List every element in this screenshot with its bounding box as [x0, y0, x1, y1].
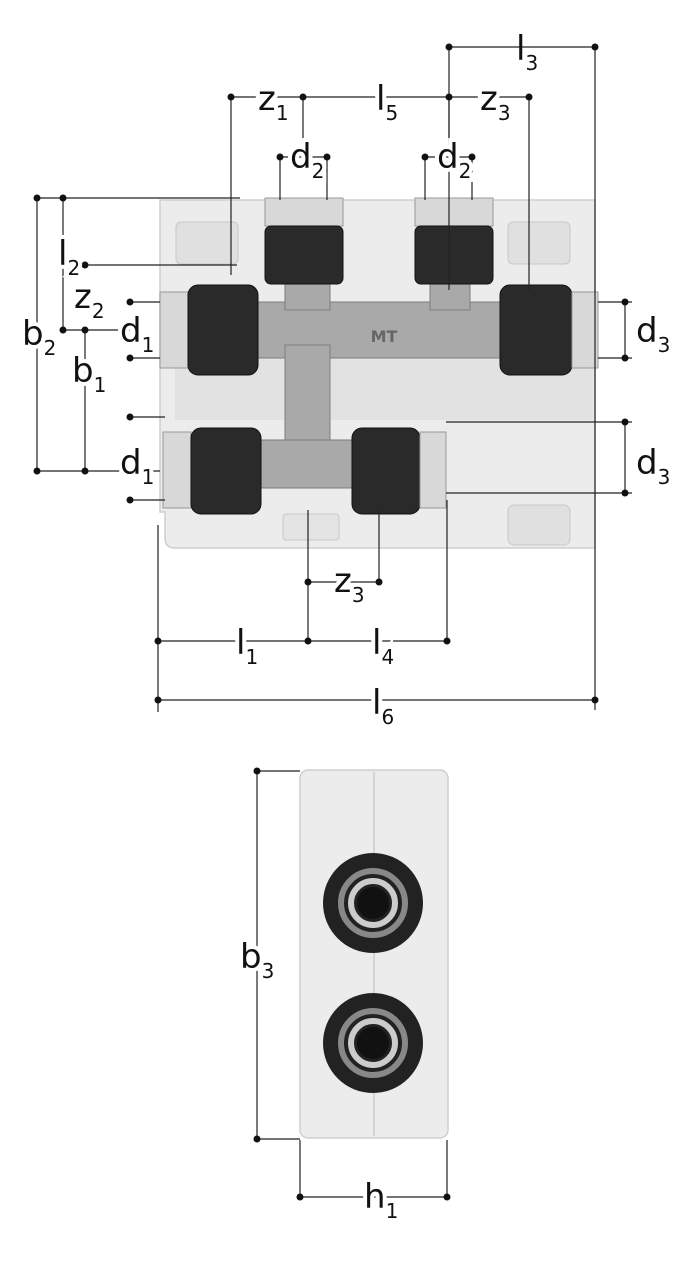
- label-b1: b1: [72, 351, 106, 397]
- foam-recess: [507, 504, 571, 546]
- label-d2-left: d2: [290, 137, 324, 183]
- label-d1-top: d1: [120, 311, 154, 357]
- branch-left: [284, 279, 331, 311]
- label-d3-top: d3: [636, 311, 670, 357]
- label-d1-bottom: d1: [120, 443, 154, 489]
- press-ring: [419, 431, 447, 509]
- branch-right: [429, 279, 471, 311]
- label-l4: l4: [372, 623, 394, 669]
- label-d2-right: d2: [437, 137, 471, 183]
- body-marking: MT: [371, 327, 398, 346]
- union-nut: [264, 225, 344, 285]
- press-ring: [571, 291, 599, 369]
- label-l5: l5: [376, 79, 398, 125]
- label-z3-top: z3: [480, 79, 511, 125]
- manifold-lower-bar: [254, 439, 366, 489]
- press-ring: [162, 431, 192, 509]
- label-z3-bottom: z3: [334, 561, 365, 607]
- label-l1: l1: [236, 623, 258, 669]
- union-nut: [187, 284, 259, 376]
- foam-recess: [282, 513, 340, 541]
- label-b2: b2: [22, 314, 56, 360]
- union-nut: [190, 427, 262, 515]
- side-view-product: [299, 769, 449, 1139]
- label-l6: l6: [372, 683, 394, 729]
- union-nut: [414, 225, 494, 285]
- foam-recess: [507, 221, 571, 265]
- press-ring: [264, 197, 344, 227]
- dimension-labels: l3 z1 l5 z3 d2 d2 l2 z2 b2 d1 d3 b1 d1 d…: [18, 29, 670, 1227]
- label-b3: b3: [240, 937, 274, 983]
- label-l3: l3: [516, 29, 538, 75]
- top-view-product: MT: [159, 197, 599, 549]
- label-h1: h1: [364, 1177, 398, 1223]
- label-z2: z2: [74, 277, 105, 323]
- label-d3-bottom: d3: [636, 443, 670, 489]
- dimension-dots: [33, 43, 629, 1201]
- union-nut: [351, 427, 421, 515]
- label-l2: l2: [58, 234, 80, 280]
- union-nut: [499, 284, 573, 376]
- foam-recess: [175, 221, 239, 265]
- press-ring: [414, 197, 494, 227]
- press-ring: [159, 291, 189, 369]
- label-z1: z1: [258, 79, 289, 125]
- dimension-lines: [36, 46, 632, 1198]
